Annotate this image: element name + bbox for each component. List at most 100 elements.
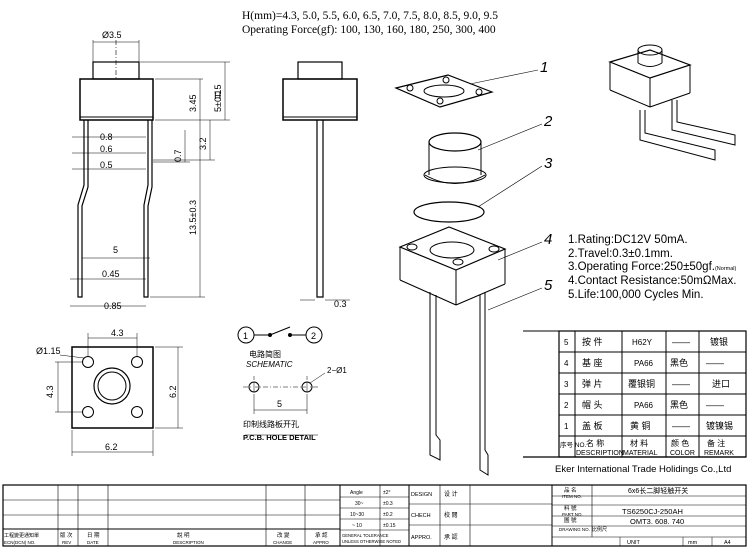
dim-0-45: 0.45 [102, 269, 120, 279]
bom-header-color-en: COLOR [670, 450, 695, 457]
tb-drawing-cn: 圖 號 [564, 516, 577, 524]
schematic-label-cn: 电路简图 [249, 349, 281, 359]
bom-header-desc-en: DESCRIPTION [576, 450, 624, 457]
svg-text:4: 4 [564, 359, 569, 368]
schematic [237, 326, 326, 436]
tb-item-value: 6x6长二脚轻触开关 [628, 486, 688, 495]
tb-check: CHECH [411, 513, 431, 519]
dim-h-label: H [214, 91, 221, 102]
dim-0-85: 0.85 [104, 301, 122, 311]
pcb-label-en: P.C.B. HOLE DETAIL [243, 433, 316, 442]
tb-design-cn: 设 计 [444, 490, 458, 498]
dim-6-2-h: 6.2 [105, 442, 118, 452]
tb-part-cn: 料 號 [564, 504, 577, 512]
svg-text:黑色: 黑色 [670, 357, 688, 368]
bom-header-mat-cn: 材 料 [630, 438, 648, 448]
tb-drawing-en: DRAWING NO. [559, 527, 590, 532]
svg-text:——: —— [672, 379, 690, 389]
bom-header-remark-en: REMARK [704, 450, 734, 457]
svg-text:3: 3 [564, 380, 569, 389]
dim-0-3: 0.3 [334, 299, 347, 309]
spec-contact-resistance: 4.Contact Resistance:50mΩMax. [568, 275, 737, 287]
tb-size: A4 [724, 540, 731, 546]
exploded-view [394, 69, 543, 476]
svg-text:覆银铜: 覆银铜 [628, 378, 655, 389]
hole-span: 5 [277, 399, 282, 409]
side-view [282, 61, 358, 301]
spec-rating: 1.Rating:DC12V 50mA. [568, 234, 688, 246]
svg-text:按 件: 按 件 [582, 336, 603, 347]
company-name: Eker International Trade Holidings Co.,L… [555, 464, 731, 475]
tb-unit: UNIT [627, 540, 640, 546]
tb-approve-cn: 承 認 [315, 531, 328, 539]
schematic-pin-2: 2 [311, 331, 316, 341]
tb-check-cn: 校 閱 [444, 511, 458, 519]
tb-range-1: 30~ [355, 501, 364, 507]
tb-tol-1: ±0.3 [383, 501, 393, 507]
tb-item-en: ITEM NO. [562, 494, 582, 499]
tb-desc-en: DESCRIPTION [173, 540, 204, 545]
spec-life: 5.Life:100,000 Cycles Min. [568, 289, 704, 301]
callout-1: 1 [540, 59, 548, 76]
height-options: H(mm)=4.3, 5.0, 5.5, 6.0, 6.5, 7.0, 7.5,… [242, 10, 498, 22]
tb-unit-value: mm [688, 540, 698, 546]
schematic-pin-1: 1 [243, 331, 248, 341]
tb-rev-en: REV [62, 540, 71, 545]
svg-text:镀银: 镀银 [710, 336, 728, 347]
svg-text:基 座: 基 座 [582, 357, 603, 368]
tb-tol-3: ±0.15 [383, 523, 396, 529]
hole-label: 2−Ø1 [327, 366, 347, 375]
bom-table [523, 330, 747, 458]
dim-4-3-h: 4.3 [111, 328, 124, 338]
dim-0-7: 0.7 [173, 149, 183, 162]
bom-row: 2 帽 头 PA66 黑色 —— [564, 399, 724, 410]
tb-range-2: 10~30 [350, 512, 364, 518]
svg-text:——: —— [672, 337, 690, 347]
tb-scale-cn: 比例尺 [592, 526, 607, 533]
bom-row: 1 盖 板 黄 铜 —— 镀镍锡 [564, 420, 733, 431]
tb-part-value: TS6250CJ-250AH [622, 507, 683, 516]
svg-text:盖 板: 盖 板 [582, 420, 603, 431]
top-view [55, 333, 183, 456]
bom-header-mat-en: MATERIAL [623, 450, 658, 457]
tb-desc-cn: 說 明 [177, 531, 190, 539]
dim-5-width: 5 [113, 245, 118, 255]
bom-header-color-cn: 颜 色 [671, 438, 689, 448]
dim-0-8: 0.8 [100, 132, 113, 142]
front-view [70, 40, 230, 307]
callout-3: 3 [544, 155, 553, 172]
isometric-view [608, 44, 736, 161]
svg-text:PA66: PA66 [634, 359, 654, 368]
svg-text:进口: 进口 [712, 379, 730, 389]
dim-5: 5±0.15 [213, 85, 223, 112]
tb-ecn-cn: 工程變更通知單 [4, 532, 39, 539]
tb-drawing-value: OMT3. 608. 740 [630, 517, 684, 526]
svg-text:H62Y: H62Y [632, 338, 653, 347]
tb-date-cn: 日 期 [87, 532, 100, 539]
tb-rev-cn: 版 次 [60, 531, 73, 539]
spec-operating-force: 3.Operating Force:250±50gf.(Normal) [568, 261, 737, 273]
spec-travel: 2.Travel:0.3±0.1mm. [568, 248, 673, 260]
bom-header-remark-cn: 备 注 [707, 438, 725, 448]
callout-4: 4 [544, 231, 552, 248]
tb-date-en: DATE [87, 540, 99, 545]
callout-5: 5 [544, 277, 553, 294]
svg-text:5: 5 [564, 338, 569, 347]
dim-13-5: 13.5±0.3 [188, 200, 198, 235]
tb-change-cn: 改 變 [277, 531, 290, 539]
tb-part-en: PART NO. [562, 512, 583, 517]
tb-ecn-en: ECN(DCN) NO. [4, 540, 36, 545]
bom-header-no: 序号 NO. [560, 440, 587, 449]
dim-0-5: 0.5 [100, 160, 113, 170]
spec-normal-note: (Normal) [714, 266, 737, 272]
svg-text:——: —— [706, 400, 724, 410]
schematic-label-en: SCHEMATIC [246, 360, 293, 369]
title-block [2, 484, 747, 547]
bom-row: 4 基 座 PA66 黑色 —— [564, 357, 724, 368]
svg-text:镀镍锡: 镀镍锡 [706, 420, 733, 431]
callout-2: 2 [543, 113, 553, 130]
tb-range-3: ~ 10 [352, 523, 362, 529]
tb-unless-noted: UNLESS OTHERWISE NOTED [342, 539, 401, 544]
tb-change-en: CHANGE [273, 540, 292, 545]
